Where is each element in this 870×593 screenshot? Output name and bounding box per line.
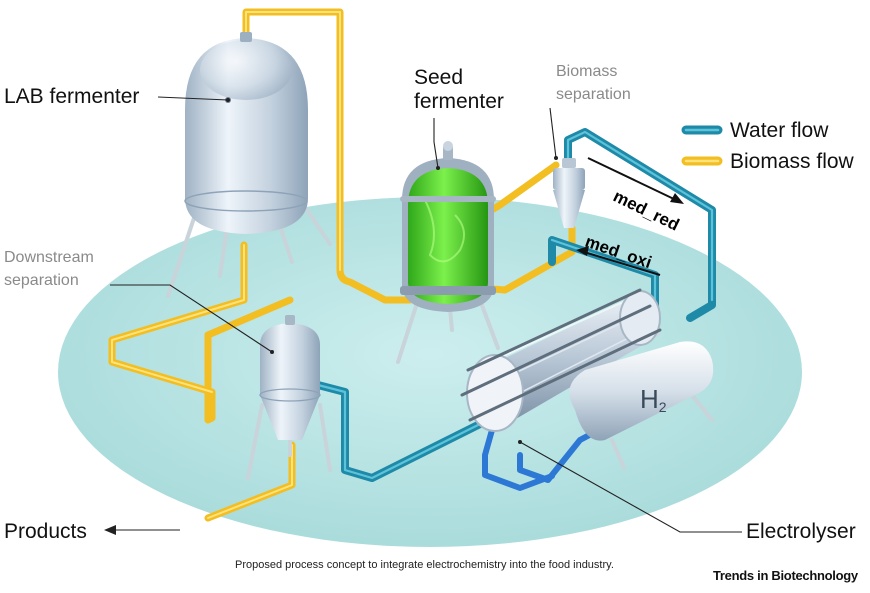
biomass-separator <box>553 158 585 228</box>
seed-fermenter <box>396 141 500 364</box>
med-red-arrow-icon <box>670 193 684 204</box>
seed-fermenter-label-2: fermenter <box>414 90 504 113</box>
downstream-separation-label-1: Downstream <box>4 249 94 266</box>
journal-name: Trends in Biotechnology <box>713 568 859 583</box>
figure-caption: Proposed process concept to integrate el… <box>235 559 614 571</box>
biomass-separation-label-1: Biomass <box>556 63 617 80</box>
downstream-separator <box>246 315 332 480</box>
electrolyser-hydrogen-pipes <box>482 427 598 491</box>
legend-water-label: Water flow <box>730 119 829 142</box>
biomass-flow-pipes <box>108 8 576 522</box>
electrolyser <box>460 288 662 432</box>
biomass-separation-label-2: separation <box>556 86 631 103</box>
seed-culture-liquid <box>408 168 488 304</box>
legend: Water flow Biomass flow <box>681 119 855 173</box>
lab-fermenter-label: LAB fermenter <box>4 85 139 108</box>
leader-lines <box>104 96 742 535</box>
h2-label: H2 <box>640 384 667 415</box>
med-oxi-arrow-line <box>583 251 661 276</box>
products-label: Products <box>4 520 87 543</box>
lab-fermenter <box>166 32 332 298</box>
electrolyser-label: Electrolyser <box>746 520 856 543</box>
med-red-arrow-line <box>587 157 677 201</box>
downstream-separation-label-2: separation <box>4 272 79 289</box>
arrow-left-icon <box>104 525 116 535</box>
med-oxi-arrow-icon <box>576 246 589 256</box>
hydrogen-tank: H2 <box>569 341 714 470</box>
seed-fermenter-label-1: Seed <box>414 66 463 89</box>
legend-biomass-label: Biomass flow <box>730 150 855 173</box>
